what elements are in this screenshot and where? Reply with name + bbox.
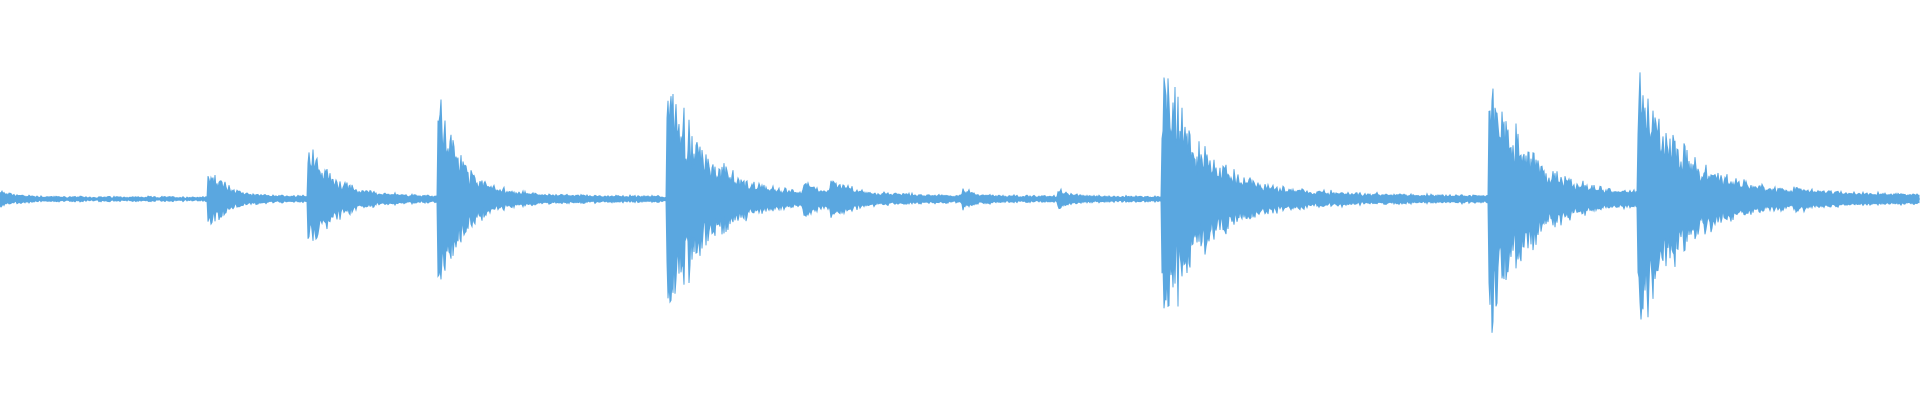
waveform-trace — [0, 72, 1920, 333]
